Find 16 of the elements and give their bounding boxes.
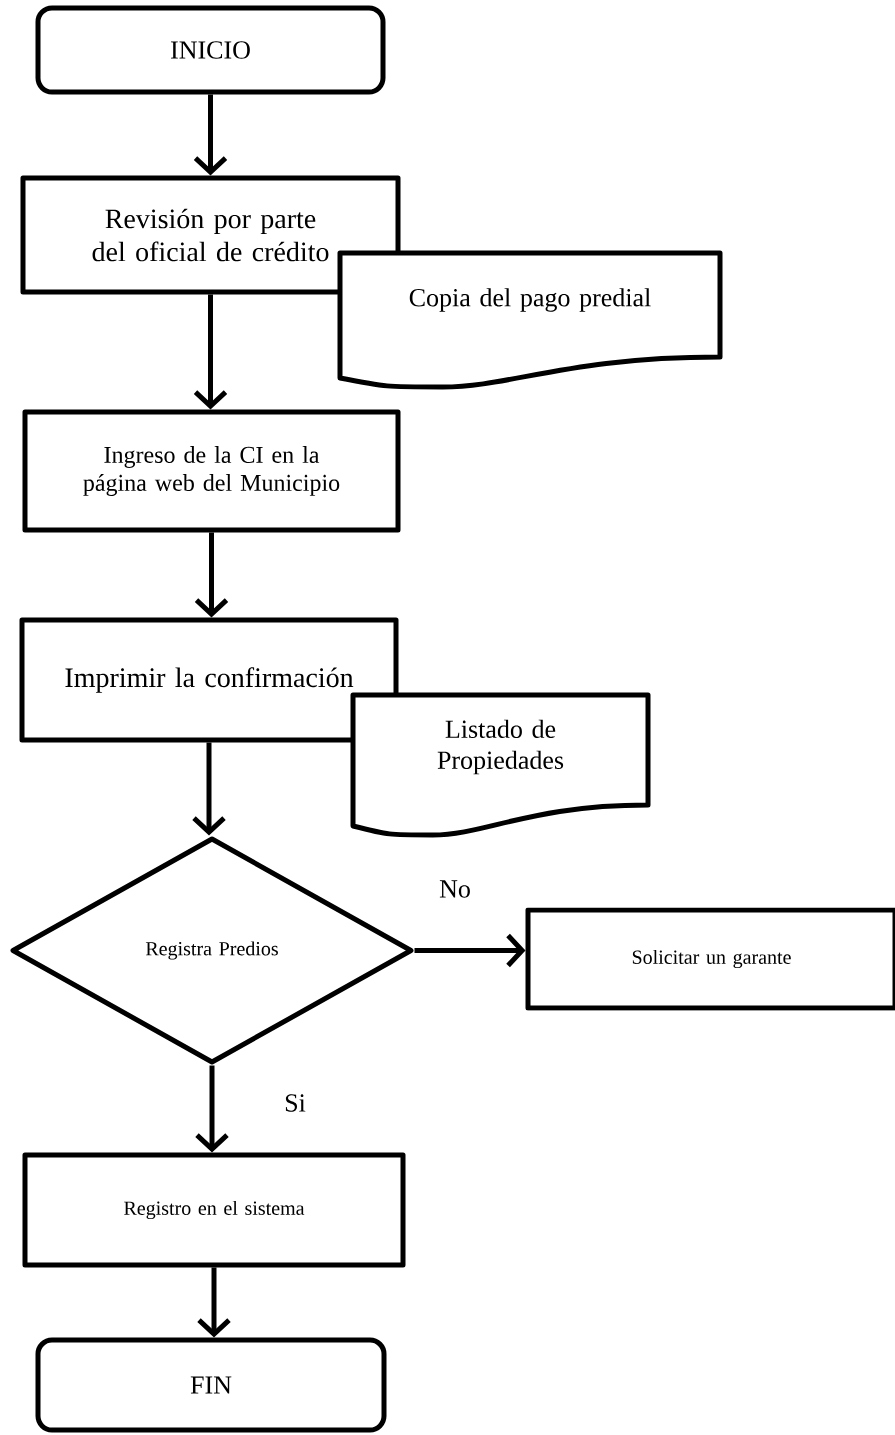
process-box: Solicitar un garante	[525, 907, 895, 1011]
arrow	[414, 933, 526, 968]
process-box: Ingreso de la CI en la página web del Municipio	[22, 409, 401, 533]
arrow	[195, 1065, 229, 1153]
process-box: Imprimir la confirmación	[19, 617, 399, 743]
edge-label: No	[437, 878, 473, 900]
arrow	[193, 294, 228, 410]
edge-label: Si	[282, 1092, 308, 1114]
arrow	[193, 94, 228, 176]
terminal-box: INICIO	[35, 5, 386, 95]
arrow	[192, 742, 226, 836]
arrow	[194, 532, 229, 618]
process-box: Revisión por parte del oficial de crédito	[20, 175, 401, 295]
process-box: Registro en el sistema	[22, 1152, 406, 1268]
terminal-box: FIN	[35, 1337, 387, 1433]
arrow	[197, 1267, 231, 1338]
